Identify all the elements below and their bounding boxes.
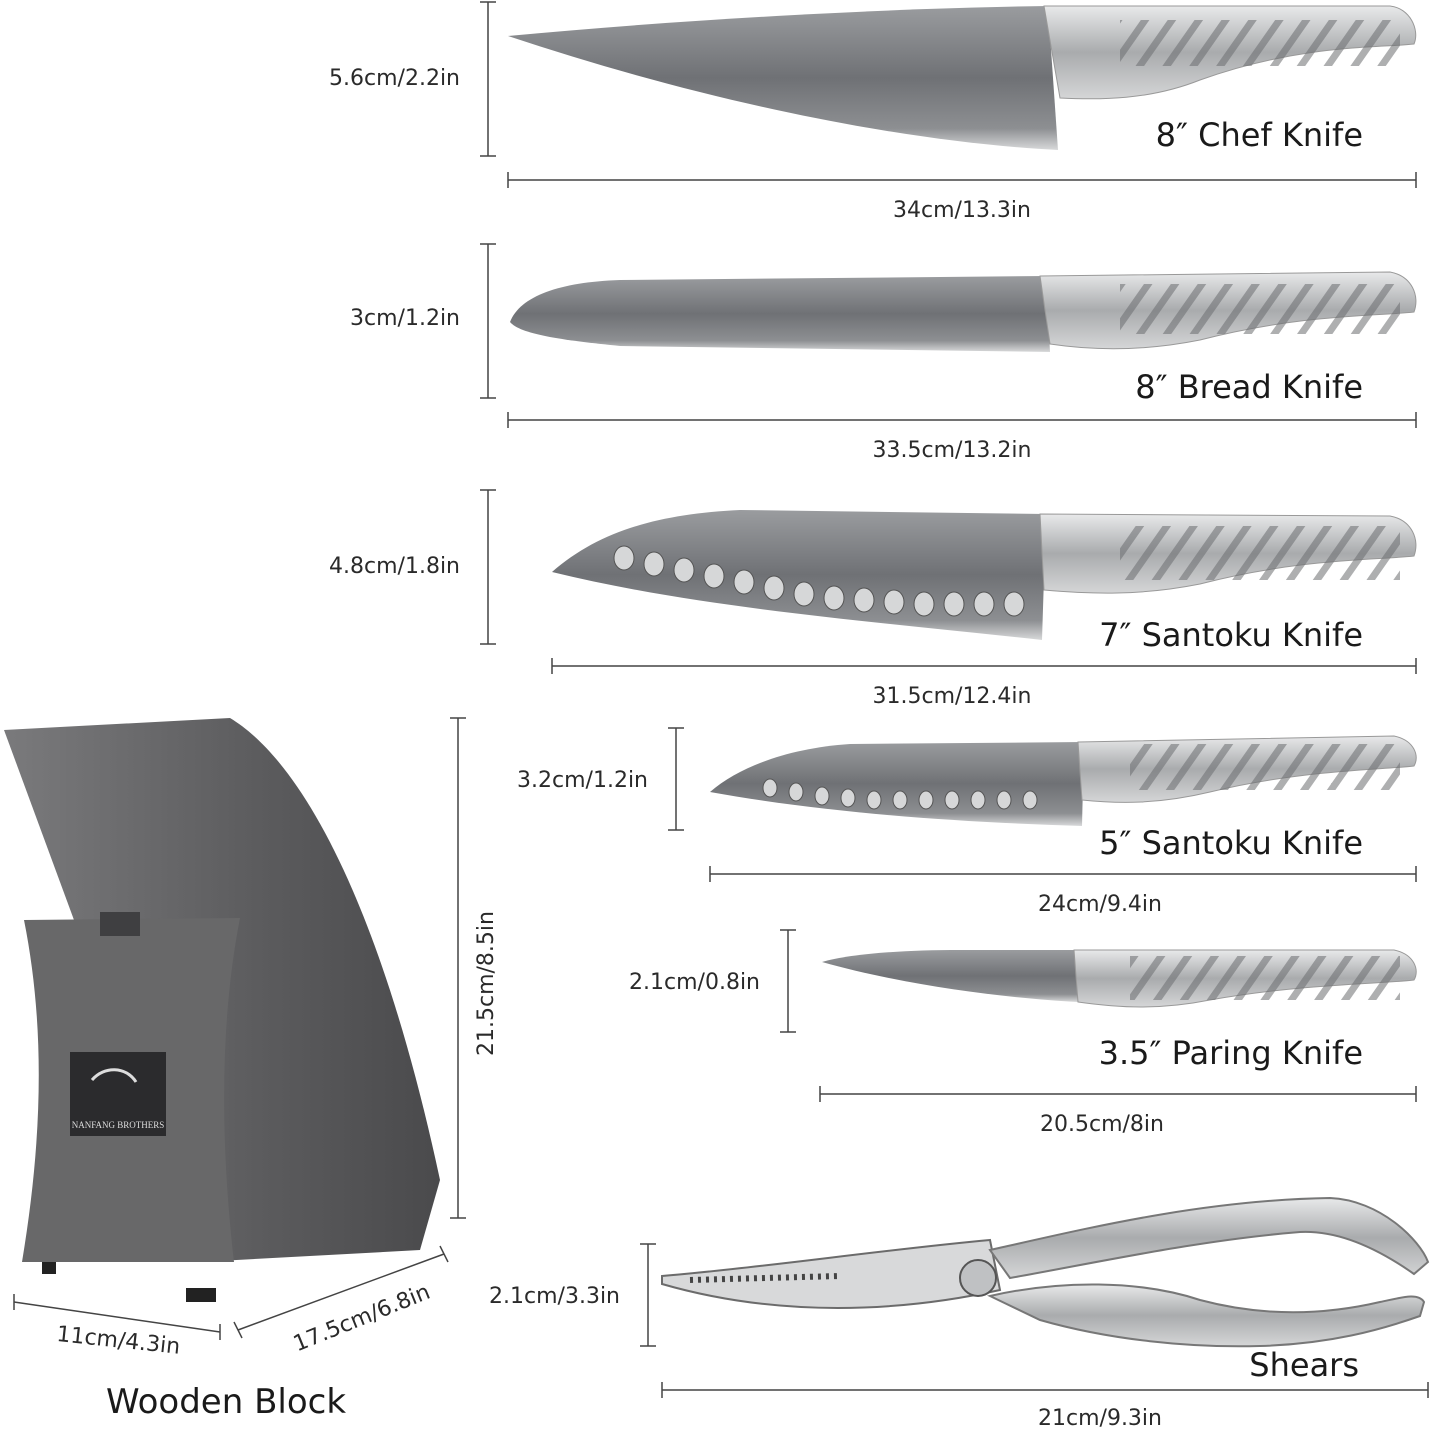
santoku7-height-label: 4.8cm/1.8in	[329, 554, 460, 579]
santoku5-length-label: 24cm/9.4in	[1038, 892, 1162, 917]
chef-knife-name: 8″ Chef Knife	[1155, 116, 1363, 154]
paring-length-label: 20.5cm/8in	[1040, 1112, 1164, 1137]
block-brand-text: NANFANG BROTHERS	[72, 1120, 165, 1130]
shears-height-label: 2.1cm/3.3in	[489, 1284, 620, 1309]
santoku-7-knife	[552, 510, 1417, 640]
chef-height-label: 5.6cm/2.2in	[329, 66, 460, 91]
shears-pivot	[959, 1259, 997, 1297]
santoku-5-blade	[710, 742, 1084, 826]
shears-length-label: 21cm/9.3in	[1038, 1406, 1162, 1431]
santoku5-knife-name: 5″ Santoku Knife	[1099, 824, 1363, 862]
chef-knife	[508, 5, 1417, 150]
chef-length-label: 34cm/13.3in	[893, 198, 1031, 223]
dimension-lines	[13, 1, 1429, 1398]
block-height-label: 21.5cm/8.5in	[474, 911, 499, 1056]
bread-knife-name: 8″ Bread Knife	[1135, 368, 1363, 406]
shears-handle-lower	[986, 1283, 1426, 1348]
santoku-5-dimples	[762, 778, 1038, 810]
paring-knife	[822, 949, 1417, 1008]
bread-knife-blade	[510, 276, 1050, 352]
block-brand-plate	[70, 1052, 166, 1136]
knife-block: NANFANG BROTHERS	[4, 718, 440, 1302]
santoku-7-dimples	[613, 545, 1025, 617]
block-title: Wooden Block	[106, 1382, 347, 1422]
shears-handle-upper	[988, 1196, 1430, 1280]
bread-length-label: 33.5cm/13.2in	[872, 438, 1032, 463]
paring-knife-name: 3.5″ Paring Knife	[1098, 1034, 1363, 1072]
santoku7-knife-name: 7″ Santoku Knife	[1099, 616, 1363, 654]
santoku-5-knife	[710, 735, 1417, 826]
santoku-7-blade	[552, 510, 1046, 640]
shears-name: Shears	[1249, 1346, 1359, 1384]
brand-logo-icon	[90, 1068, 138, 1083]
kitchen-shears	[661, 1196, 1430, 1348]
bread-knife	[510, 271, 1417, 352]
bread-height-label: 3cm/1.2in	[350, 306, 460, 331]
shears-blade	[661, 1238, 1002, 1309]
santoku5-height-label: 3.2cm/1.2in	[517, 768, 648, 793]
paring-knife-blade	[822, 950, 1080, 1002]
paring-height-label: 2.1cm/0.8in	[629, 970, 760, 995]
chef-knife-blade	[508, 6, 1058, 150]
santoku7-length-label: 31.5cm/12.4in	[872, 684, 1032, 709]
